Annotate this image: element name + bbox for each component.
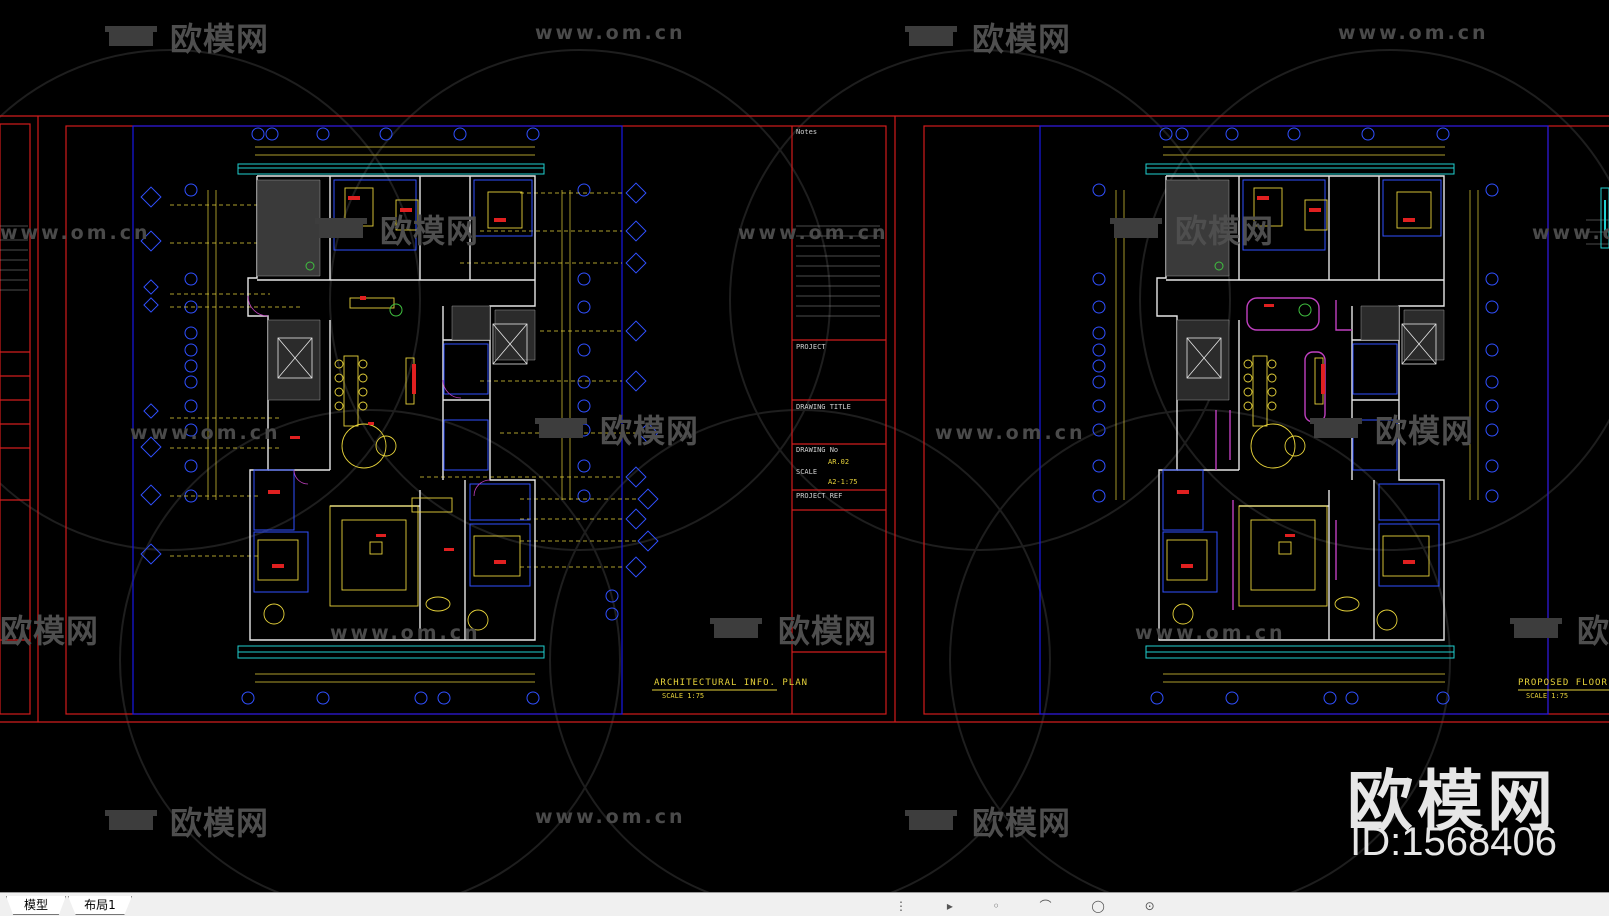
plan-title-right: PROPOSED FLOOR PLAN bbox=[1518, 678, 1609, 688]
watermark-url: www.om.cn bbox=[130, 422, 281, 444]
scale-value: A2-1:75 bbox=[828, 478, 858, 486]
watermark-text: 欧模网 bbox=[0, 612, 100, 650]
plan-scale-left: SCALE 1:75 bbox=[662, 692, 705, 700]
watermark-text: 欧模网 bbox=[170, 20, 270, 58]
cad-drawing bbox=[0, 26, 1609, 892]
floor-plan-right bbox=[1092, 127, 1499, 705]
watermark-url: www.om.cn bbox=[535, 22, 686, 44]
plan-title-left: ARCHITECTURAL INFO. PLAN bbox=[654, 678, 809, 688]
watermark-text: 欧模网 bbox=[600, 412, 700, 450]
watermark-url: www.om.cn bbox=[1338, 22, 1489, 44]
cad-model-canvas[interactable]: 欧模网 www.om.cn 欧模网 www.om.cn www.om.cn 欧模… bbox=[0, 0, 1609, 892]
brand-logo-text: 欧模网 bbox=[1347, 763, 1557, 840]
watermark-url: www.om.cn bbox=[738, 222, 889, 244]
watermark-url: www.om.cn bbox=[935, 422, 1086, 444]
notes-label: Notes bbox=[796, 128, 818, 136]
watermark-text: 欧模网 bbox=[1375, 412, 1475, 450]
drawing-no-label: DRAWING No bbox=[796, 446, 839, 454]
watermark-text: 欧模网 bbox=[1175, 212, 1275, 250]
watermark-text: 欧模网 bbox=[380, 212, 480, 250]
watermark-url: www.om.cn bbox=[1135, 622, 1286, 644]
project-ref-label: PROJECT REF bbox=[796, 492, 843, 500]
project-label: PROJECT bbox=[796, 343, 826, 351]
scale-label: SCALE bbox=[796, 468, 818, 476]
tab-layout-1[interactable]: 布局1 bbox=[68, 896, 132, 915]
drawing-no-value: AR.02 bbox=[828, 458, 850, 466]
tab-model[interactable]: 模型 bbox=[6, 896, 66, 915]
layout-tab-bar: 模型 布局1 ⋮ ▸ ◦ ⌒ ◯ ⊙ bbox=[0, 892, 1609, 916]
status-bar-icons: ⋮ ▸ ◦ ⌒ ◯ ⊙ bbox=[895, 899, 1173, 913]
watermark-url: www.om.cn bbox=[0, 222, 151, 244]
watermark-url: www.om.cn bbox=[535, 806, 686, 828]
drawing-title-label: DRAWING TITLE bbox=[796, 403, 851, 411]
watermark-text: 欧模网 bbox=[778, 612, 878, 650]
watermark-url: www.om.cn bbox=[1532, 222, 1609, 244]
watermark-text: 欧模网 bbox=[972, 804, 1072, 842]
watermark-text: 欧模网 bbox=[170, 804, 270, 842]
watermark-url: www.om.cn bbox=[330, 622, 481, 644]
floor-plan-left bbox=[140, 127, 659, 705]
watermark-text: 欧模网 bbox=[1577, 612, 1609, 650]
watermark-text: 欧模网 bbox=[972, 20, 1072, 58]
plan-scale-right: SCALE 1:75 bbox=[1526, 692, 1569, 700]
brand-id: ID:1568406 bbox=[1350, 820, 1557, 864]
